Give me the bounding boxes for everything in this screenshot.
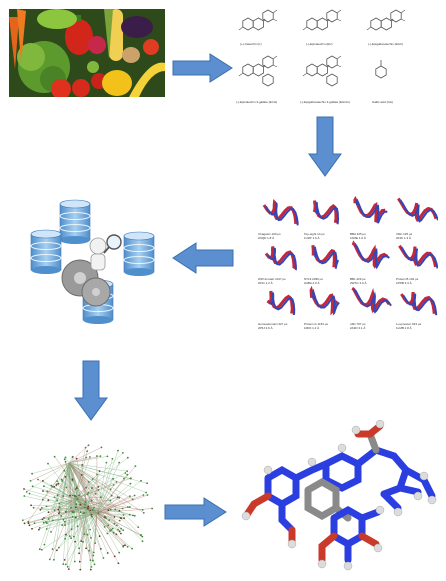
compound-label: (-)-Epigallocatechin (EGC) (368, 42, 403, 46)
compound-label: (-)-Epigallocatechin 3-gallate (EGCG) (300, 100, 350, 104)
protein-name: WW domain 1137 μs (258, 277, 286, 281)
protein-name: Villin 125 μs (396, 232, 413, 236)
protein-pdb: 2P6J 3.6 Å (258, 325, 273, 330)
compound-label: (-)-Epicatechin 3-gallate (ECG) (236, 100, 277, 104)
arrow-down-icon (308, 116, 342, 177)
arrow-right-icon (172, 53, 233, 83)
protein-pdb: 1LMB 1.8 Å (396, 325, 412, 330)
protein-pdb: 2HBA 2.0 Å (304, 280, 320, 285)
protein-name: Homeodomain 327 μs (258, 322, 288, 326)
protein-name: Top-eight 14 μs (304, 232, 325, 236)
arrow-left-icon (172, 242, 234, 274)
vegetables-photo (9, 9, 165, 97)
protein-pdb: 2A3D 3.1 Å (350, 325, 365, 330)
protein-pdb: 1UZP 1.6 Å (304, 235, 319, 240)
compound-label: Gallic acid (GA) (372, 100, 393, 104)
arrow-down-icon (74, 360, 108, 421)
protein-pdb: 1PRB 3.3 Å (396, 280, 412, 285)
compound-label: (+)-Catechin (C) (240, 42, 262, 46)
interaction-network (14, 437, 160, 577)
arrow-right-icon (164, 497, 227, 527)
protein-name: NTL9 2936 μs (304, 277, 323, 281)
protein-pdb: 2NQD 1.8 Å (258, 235, 274, 240)
protein-pdb: 2WXC 4.0 Å (350, 280, 367, 285)
molecule-3d-model (238, 420, 438, 576)
protein-name: Chagasin 100 μs (258, 232, 281, 236)
protein-name: λ-repressor 643 μs (396, 322, 422, 326)
database-search-illustration (18, 196, 168, 332)
protein-name: α3D 707 μs (350, 322, 366, 326)
compound-label: (-)-Epicatechin (EC) (306, 42, 333, 46)
protein-pdb: 2F21 1.2 Å (258, 280, 273, 285)
protein-name: BBA 325 μs (350, 232, 366, 236)
protein-pdb: 1MIO 1.2 Å (304, 325, 319, 330)
protein-pdb: 2F4K 1.3 Å (396, 235, 411, 240)
compound-structures: (+)-Catechin (C) (-)-Epicatechin (EC) (-… (226, 0, 440, 112)
protein-pdb: 1FME 1.6 Å (350, 235, 366, 240)
protein-name: BBL 429 μs (350, 277, 366, 281)
protein-name: Protein B 104 μs (396, 277, 419, 281)
protein-name: Protein G 1154 μs (304, 322, 329, 326)
